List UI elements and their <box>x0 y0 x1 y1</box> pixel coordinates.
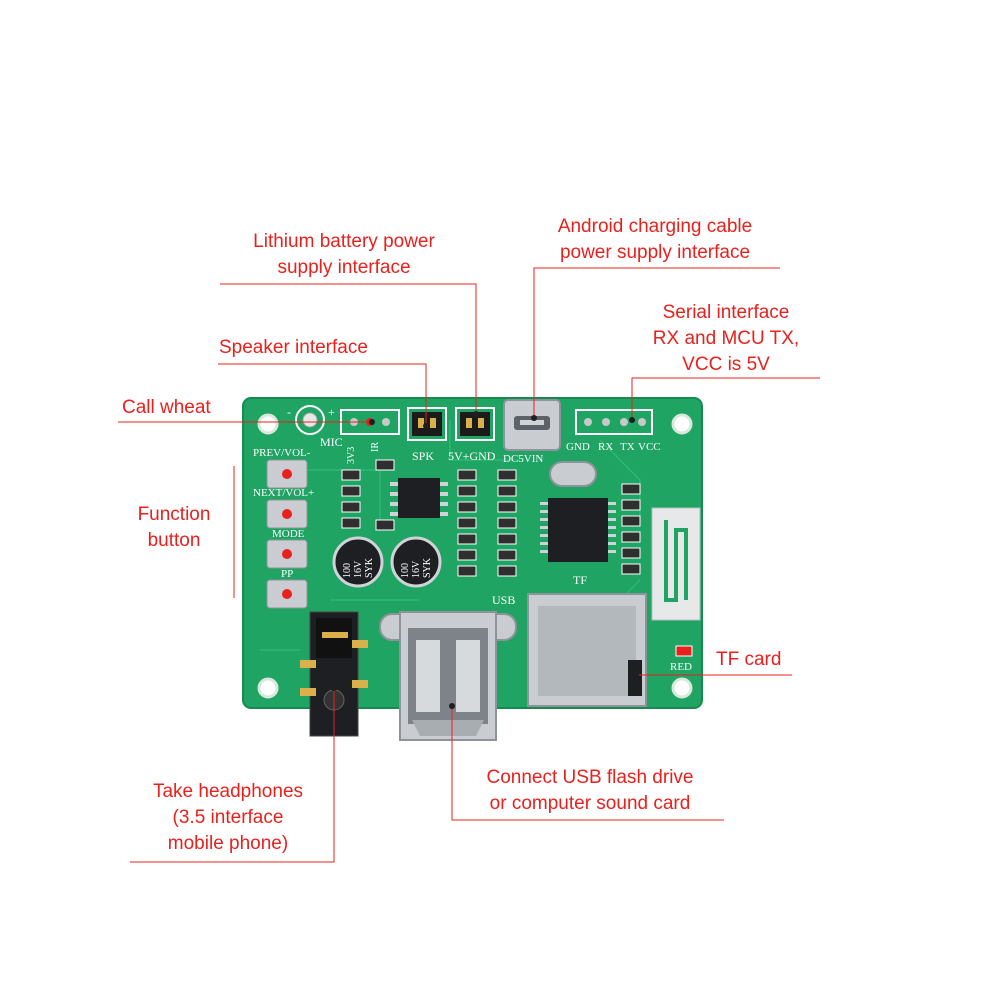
cap1-line3: SYK <box>364 557 375 578</box>
callout-serial-line1: Serial interface <box>662 302 790 323</box>
mounting-holes <box>257 413 693 699</box>
cap2-line3: SYK <box>422 557 433 578</box>
main-chip <box>540 498 616 562</box>
cap1-line1: 100 <box>342 563 353 578</box>
callout-function: Function button <box>138 502 211 554</box>
cap1-line2: 16V <box>353 560 364 578</box>
callout-serial: Serial interface RX and MCU TX, VCC is 5… <box>653 300 799 378</box>
leader-dots <box>331 411 639 709</box>
cap2-line1: 100 <box>400 563 411 578</box>
mic-minus-label: - <box>287 405 291 419</box>
function-buttons <box>266 459 308 609</box>
next-label: NEXT/VOL+ <box>253 487 314 499</box>
tf-card-slot <box>527 593 647 707</box>
callout-tf-card-line1: TF card <box>716 649 782 670</box>
leader-usb <box>451 706 724 821</box>
leader-lithium <box>220 283 477 414</box>
usb-label: USB <box>492 593 515 607</box>
callout-tf-card: TF card <box>716 647 781 673</box>
v3-label: 3V3 <box>346 447 357 464</box>
gnd-label: GND <box>566 441 590 453</box>
leader-lines <box>118 267 820 863</box>
callout-lithium: Lithium battery power supply interface <box>253 229 435 281</box>
callout-call-wheat-line1: Call wheat <box>122 397 211 418</box>
tf-label: TF <box>573 573 587 587</box>
red-led <box>675 645 693 657</box>
rx-label: RX <box>598 441 613 453</box>
v5-gnd-label: 5V+GND <box>448 449 496 463</box>
serial-header <box>575 409 653 435</box>
callout-serial-line3: VCC is 5V <box>682 354 770 375</box>
leader-android <box>533 267 780 418</box>
callout-lithium-line2: supply interface <box>277 257 411 278</box>
ir-label: IR <box>370 442 381 452</box>
callout-headphones: Take headphones (3.5 interface mobile ph… <box>153 779 303 857</box>
callout-speaker-line1: Speaker interface <box>219 337 368 358</box>
leader-speaker <box>218 363 427 426</box>
callout-function-line1: Function <box>137 504 211 525</box>
pp-label: PP <box>281 568 293 580</box>
callout-headphones-line2: (3.5 interface <box>172 807 284 828</box>
cap2-line2: 16V <box>411 560 422 578</box>
mic-label: MIC <box>320 435 343 449</box>
bluetooth-antenna <box>651 507 701 621</box>
callout-serial-line2: RX and MCU TX, <box>652 328 800 349</box>
micro-usb-port <box>503 399 561 451</box>
callout-headphones-line1: Take headphones <box>152 781 304 802</box>
crystal-oscillator <box>549 461 597 487</box>
callout-android-line1: Android charging cable <box>557 216 753 237</box>
callout-headphones-line3: mobile phone) <box>167 833 289 854</box>
prev-label: PREV/VOL- <box>253 447 311 459</box>
amplifier-chip <box>390 478 448 518</box>
tx-label: TX <box>620 441 635 453</box>
dc5vin-label: DC5VIN <box>503 453 543 465</box>
leader-headphones <box>130 688 335 863</box>
capacitor-left <box>332 536 384 588</box>
callout-usb-line1: Connect USB flash drive <box>486 767 694 788</box>
callout-call-wheat: Call wheat <box>122 395 211 421</box>
red-label: RED <box>670 661 692 673</box>
mic-plus-label: + <box>328 405 335 419</box>
callout-speaker: Speaker interface <box>219 335 368 361</box>
mode-label: MODE <box>272 528 305 540</box>
capacitor-right <box>390 536 442 588</box>
spk-label: SPK <box>412 449 434 463</box>
callout-android-line2: power supply interface <box>559 242 751 263</box>
smd-components <box>341 459 641 577</box>
callout-usb: Connect USB flash drive or computer soun… <box>487 765 694 817</box>
callout-lithium-line1: Lithium battery power <box>253 231 435 252</box>
leader-serial <box>631 377 820 420</box>
usb-port <box>379 611 517 741</box>
callout-function-line2: button <box>147 530 201 551</box>
callout-android: Android charging cable power supply inte… <box>558 214 752 266</box>
vcc-label: VCC <box>638 441 661 453</box>
callout-usb-line2: or computer sound card <box>489 793 691 814</box>
mic-element <box>295 405 325 435</box>
